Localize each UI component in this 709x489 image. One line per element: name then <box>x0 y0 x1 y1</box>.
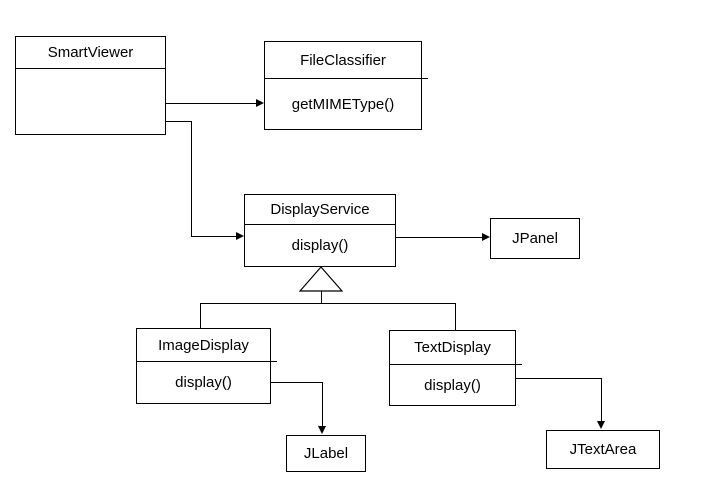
divider-overhang-fileclassifier <box>422 78 428 79</box>
class-operations-fileclassifier: getMIMEType() <box>291 95 395 113</box>
class-operations-textdisplay: display() <box>424 376 481 394</box>
connector-smartviewer-displayservice-segment-1 <box>166 121 192 122</box>
generalization-stem <box>321 291 322 303</box>
connector-displayservice-jpanel <box>396 237 482 238</box>
connector-textdisplay-jtextarea-segment-1 <box>516 378 602 379</box>
class-box-imagedisplay[interactable]: ImageDisplay display() <box>136 328 271 404</box>
connector-smartviewer-fileclassifier <box>166 103 256 104</box>
class-box-jlabel[interactable]: JLabel <box>286 435 366 472</box>
arrowhead-imagedisplay-jlabel <box>318 426 326 434</box>
class-box-textdisplay[interactable]: TextDisplay display() <box>389 330 516 406</box>
class-name-smartviewer: SmartViewer <box>16 37 165 69</box>
class-operations-imagedisplay: display() <box>175 374 232 391</box>
generalization-drop-textdisplay <box>455 303 456 331</box>
arrowhead-textdisplay-jtextarea <box>597 421 605 429</box>
class-name-imagedisplay: ImageDisplay <box>137 329 270 362</box>
arrowhead-displayservice-jpanel <box>482 233 490 241</box>
class-operations-displayservice: display() <box>291 237 349 254</box>
class-box-fileclassifier[interactable]: FileClassifier getMIMEType() <box>264 41 422 130</box>
class-name-displayservice: DisplayService <box>245 195 395 225</box>
generalization-drop-imagedisplay <box>200 303 201 329</box>
connector-textdisplay-jtextarea-segment-2 <box>601 378 602 422</box>
arrowhead-smartviewer-fileclassifier <box>256 99 264 107</box>
generalization-triangle-displayservice <box>299 266 343 292</box>
divider-overhang-imagedisplay <box>271 361 277 362</box>
class-name-textdisplay: TextDisplay <box>390 331 515 365</box>
connector-imagedisplay-jlabel-segment-1 <box>271 382 323 383</box>
divider-overhang-textdisplay <box>516 364 522 365</box>
class-box-displayservice[interactable]: DisplayService display() <box>244 194 396 267</box>
generalization-sibling-bar <box>200 303 456 304</box>
arrowhead-smartviewer-displayservice <box>236 232 244 240</box>
class-operations-smartviewer <box>16 69 165 134</box>
class-box-smartviewer[interactable]: SmartViewer <box>15 36 166 135</box>
connector-smartviewer-displayservice-segment-2 <box>191 121 192 237</box>
class-box-jtextarea[interactable]: JTextArea <box>546 430 660 469</box>
class-name-fileclassifier: FileClassifier <box>265 42 421 79</box>
connector-smartviewer-displayservice-segment-3 <box>191 236 236 237</box>
connector-imagedisplay-jlabel-segment-2 <box>322 382 323 427</box>
class-box-jpanel[interactable]: JPanel <box>490 218 580 259</box>
